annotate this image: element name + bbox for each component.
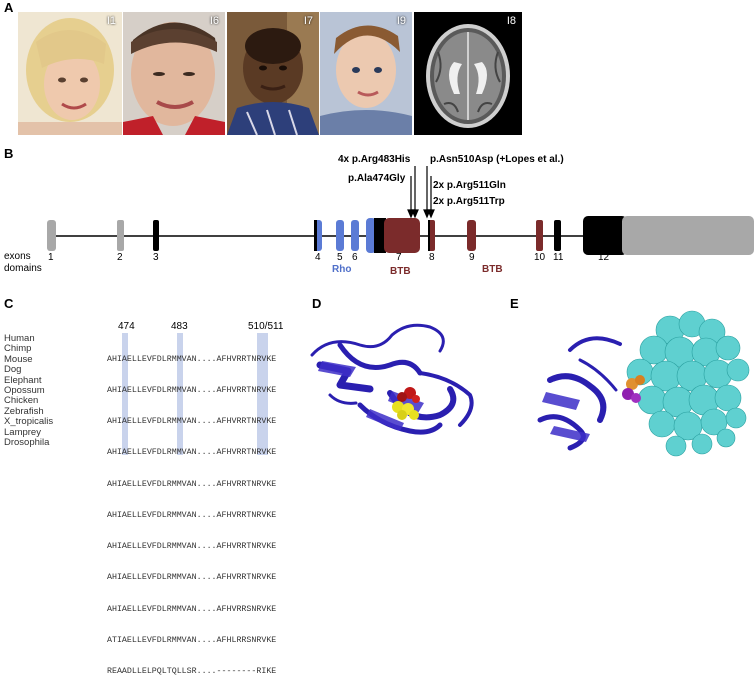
exon-number: 10: [534, 252, 546, 263]
species-name: Drosophila: [4, 437, 50, 449]
sequence-list: AHIAELLEVFDLRMMVAN....AFHVRRTNRVKE AHIAE…: [107, 334, 276, 688]
exon-number: 3: [153, 252, 159, 263]
highlight-column-483: [177, 333, 183, 455]
panel-c-label: C: [4, 296, 14, 311]
face-illustration-i7: [227, 12, 319, 135]
exon-11: [554, 220, 561, 251]
sequence-row: AHIAELLEVFDLRMMVAN....AFHVRRTNRVKE: [107, 542, 277, 552]
mutation-label: p.Ala474Gly: [348, 173, 406, 184]
species-name: X_tropicalis: [4, 416, 54, 428]
highlight-column-474: [122, 333, 128, 455]
exon-number: 5: [337, 252, 343, 263]
row-label-domains: domains: [4, 263, 42, 274]
alignment-position: 510/511: [248, 321, 284, 332]
sequence-row: ATIAELLEVFDLRMMVAN....AFHLRRSNRVKE: [107, 635, 277, 645]
species-list: Human Chimp Mouse Dog Elephant Opossum C…: [4, 333, 54, 449]
exon-7-rho-part: [366, 218, 376, 253]
patient-photo-i9: I9: [320, 12, 412, 135]
species-name: Opossum: [4, 385, 45, 397]
sequence-row: AHIAELLEVFDLRMMVAN....AFHVRRTNRVKE: [107, 448, 277, 458]
exon-number: 9: [469, 252, 475, 263]
exon-7-btb-part: [384, 218, 420, 253]
exon-number: 12: [598, 252, 610, 263]
mutation-label: p.Asn510Asp (+Lopes et al.): [430, 154, 564, 165]
mutation-label: 2x p.Arg511Trp: [433, 196, 505, 207]
sequence-row: AHIAELLEVFDLRMMVAN....AFHVRRTNRVKE: [107, 417, 277, 427]
panel-e-label: E: [510, 296, 519, 311]
sequence-row: AHIAELLEVFDLRMMVAN....AFHVRRTNRVKE: [107, 386, 277, 396]
exon-3: [153, 220, 159, 251]
panel-b-label: B: [4, 146, 14, 161]
domain-label-btb: BTB: [390, 266, 411, 277]
domain-label-rho: Rho: [332, 264, 352, 275]
mri-illustration: [414, 12, 522, 135]
exon-number: 7: [396, 252, 402, 263]
alignment-position: 474: [118, 321, 135, 332]
species-name: Dog: [4, 364, 22, 376]
patient-photo-i1: I1: [18, 12, 122, 135]
patient-photo-i7: I7: [227, 12, 319, 135]
patient-photo-i6: I6: [123, 12, 225, 135]
exon-10: [536, 220, 543, 251]
sequence-row: REAADLLELPQLTQLLSR....--------RIKE: [107, 667, 277, 676]
highlighted-residues: [392, 387, 420, 420]
species-name: Mouse: [4, 353, 33, 365]
highlight-column-510-511: [257, 333, 268, 455]
exon-7-black-part: [374, 218, 386, 253]
protein-ribbon-structure: [310, 323, 474, 435]
face-illustration-i6: [123, 12, 225, 135]
exon-9: [467, 220, 476, 251]
species-name: Lamprey: [4, 426, 41, 438]
photo-label: I8: [506, 15, 516, 27]
gene-structure-diagram: [47, 166, 754, 255]
brain-mri-i8: I8: [414, 12, 522, 135]
exon-12-coding: [583, 216, 627, 255]
protein-complex-structure: [537, 310, 750, 457]
exon-number: 4: [315, 252, 321, 263]
photo-label: I9: [396, 15, 406, 27]
sequence-row: AHIAELLEVFDLRMMVAN....AFHVRRTNRVKE: [107, 510, 277, 520]
species-name: Chicken: [4, 395, 39, 407]
photo-label: I7: [303, 15, 313, 27]
alignment-position: 483: [171, 321, 188, 332]
species-name: Zebrafish: [4, 405, 44, 417]
photo-label: I6: [209, 15, 219, 27]
domain-label-btb: BTB: [482, 264, 503, 275]
exon-1: [47, 220, 56, 251]
mutation-arrows: [407, 166, 435, 219]
photo-label: I1: [106, 15, 116, 27]
exon-5: [336, 220, 344, 251]
sequence-row: AHIAELLEVFDLRMMVAN....AFHVRRTNRVKE: [107, 354, 277, 364]
sequence-row: AHIAELLEVFDLRMMVAN....AFHVRRSNRVKE: [107, 604, 277, 614]
sequence-row: AHIAELLEVFDLRMMVAN....AFHVRRTNRVKE: [107, 479, 277, 489]
row-label-exons: exons: [4, 251, 31, 262]
exon-number: 11: [553, 252, 564, 263]
species-name: Human: [4, 333, 35, 344]
species-name: Chimp: [4, 343, 32, 355]
face-illustration-i9: [320, 12, 412, 135]
panel-a-label: A: [4, 0, 14, 15]
mutation-label: 4x p.Arg483His: [338, 154, 411, 165]
exon-number: 8: [429, 252, 435, 263]
exon-12-utr: [622, 216, 754, 255]
mutation-label: 2x p.Arg511Gln: [433, 180, 506, 191]
highlighted-residues-e: [622, 375, 645, 403]
face-illustration-i1: [18, 12, 122, 135]
exon-number: 6: [352, 252, 358, 263]
sphere-cluster: [626, 310, 750, 457]
sequence-row: AHIAELLEVFDLRMMVAN....AFHVRRTNRVKE: [107, 573, 277, 583]
panel-d-label: D: [312, 296, 322, 311]
species-name: Elephant: [4, 374, 42, 386]
exon-6: [351, 220, 359, 251]
exon-number: 1: [48, 252, 54, 263]
exon-number: 2: [117, 252, 123, 263]
exon-2: [117, 220, 124, 251]
